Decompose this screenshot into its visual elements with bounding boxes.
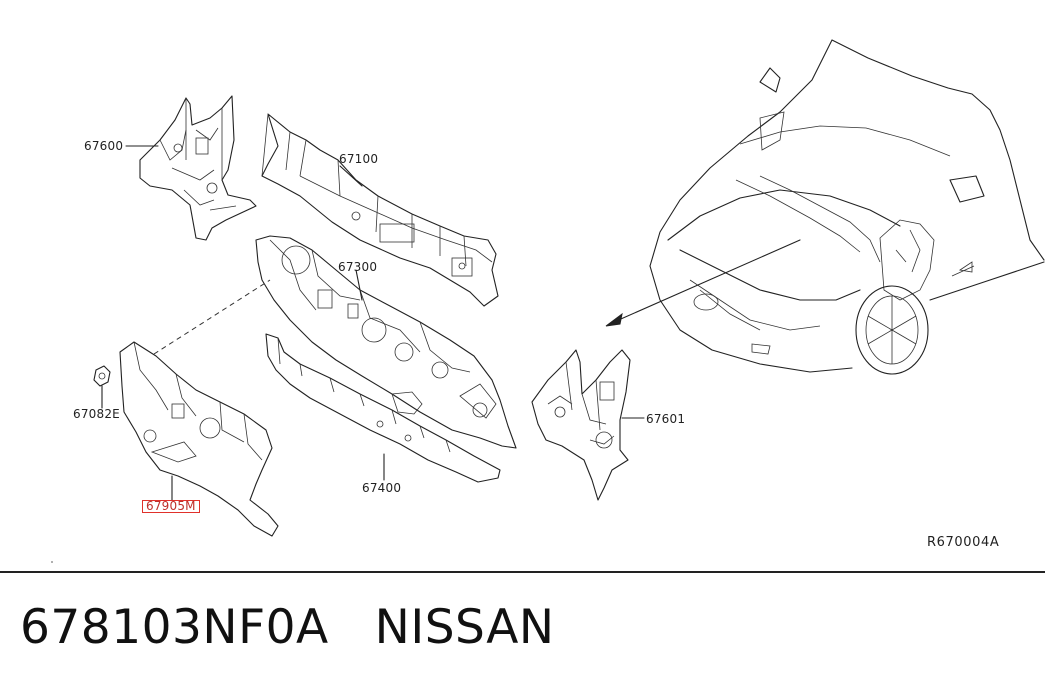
part-number: 678103NF0A bbox=[20, 599, 329, 655]
footer-divider bbox=[0, 571, 1045, 573]
vehicle-front-view bbox=[649, 39, 1045, 375]
part-67082E-clip bbox=[93, 365, 111, 409]
callout-67600[interactable]: 67600 bbox=[84, 139, 124, 153]
part-67905M-insulator bbox=[119, 341, 279, 537]
callout-67905M-highlighted[interactable]: 67905M bbox=[142, 500, 200, 513]
part-67400-lower-member bbox=[265, 333, 501, 483]
part-67601-side-panel bbox=[531, 349, 645, 501]
callout-67601[interactable]: 67601 bbox=[646, 412, 686, 426]
callout-67100[interactable]: 67100 bbox=[339, 152, 379, 166]
callout-67400[interactable]: 67400 bbox=[362, 481, 402, 495]
part-67600-side-panel bbox=[125, 95, 257, 241]
assembly-leader-line bbox=[153, 279, 271, 355]
callout-67082E[interactable]: 67082E bbox=[73, 407, 120, 421]
part-67100-upper-cowl bbox=[261, 113, 499, 307]
footer: 678103NF0A NISSAN bbox=[20, 596, 555, 658]
callout-67300[interactable]: 67300 bbox=[338, 260, 378, 274]
stray-mark bbox=[51, 561, 53, 563]
brand-name: NISSAN bbox=[374, 599, 555, 655]
location-arrow bbox=[605, 239, 801, 327]
part-67300-dash-panel bbox=[255, 235, 517, 449]
diagram-reference-code: R670004A bbox=[927, 535, 1000, 550]
